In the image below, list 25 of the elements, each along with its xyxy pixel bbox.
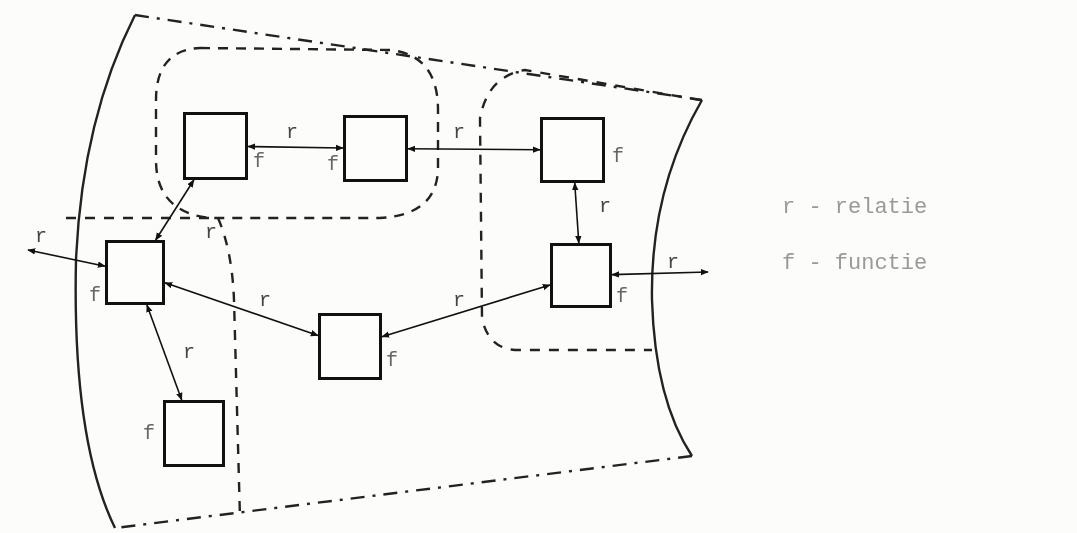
function-box xyxy=(183,112,248,180)
arrow xyxy=(27,248,106,268)
function-label: f xyxy=(89,286,101,306)
legend-text: f - functie xyxy=(782,252,928,276)
function-box xyxy=(318,313,382,380)
function-box xyxy=(105,240,165,305)
function-label: f xyxy=(253,152,265,172)
arrow xyxy=(247,143,344,152)
arrow xyxy=(154,179,195,241)
function-label: f xyxy=(616,287,628,307)
arrow xyxy=(164,282,319,337)
function-box xyxy=(343,115,408,182)
function-box xyxy=(163,400,225,467)
arrow xyxy=(572,182,582,244)
legend-text: r - relatie xyxy=(782,196,928,220)
function-label: f xyxy=(386,351,398,371)
function-box xyxy=(540,117,605,183)
function-label: f xyxy=(143,424,155,444)
function-label: f xyxy=(612,147,624,167)
function-label: f xyxy=(327,155,339,175)
arrow xyxy=(146,304,183,401)
arrow xyxy=(381,284,551,338)
arrow xyxy=(407,145,541,153)
function-box xyxy=(550,243,612,308)
arrow xyxy=(611,269,709,278)
